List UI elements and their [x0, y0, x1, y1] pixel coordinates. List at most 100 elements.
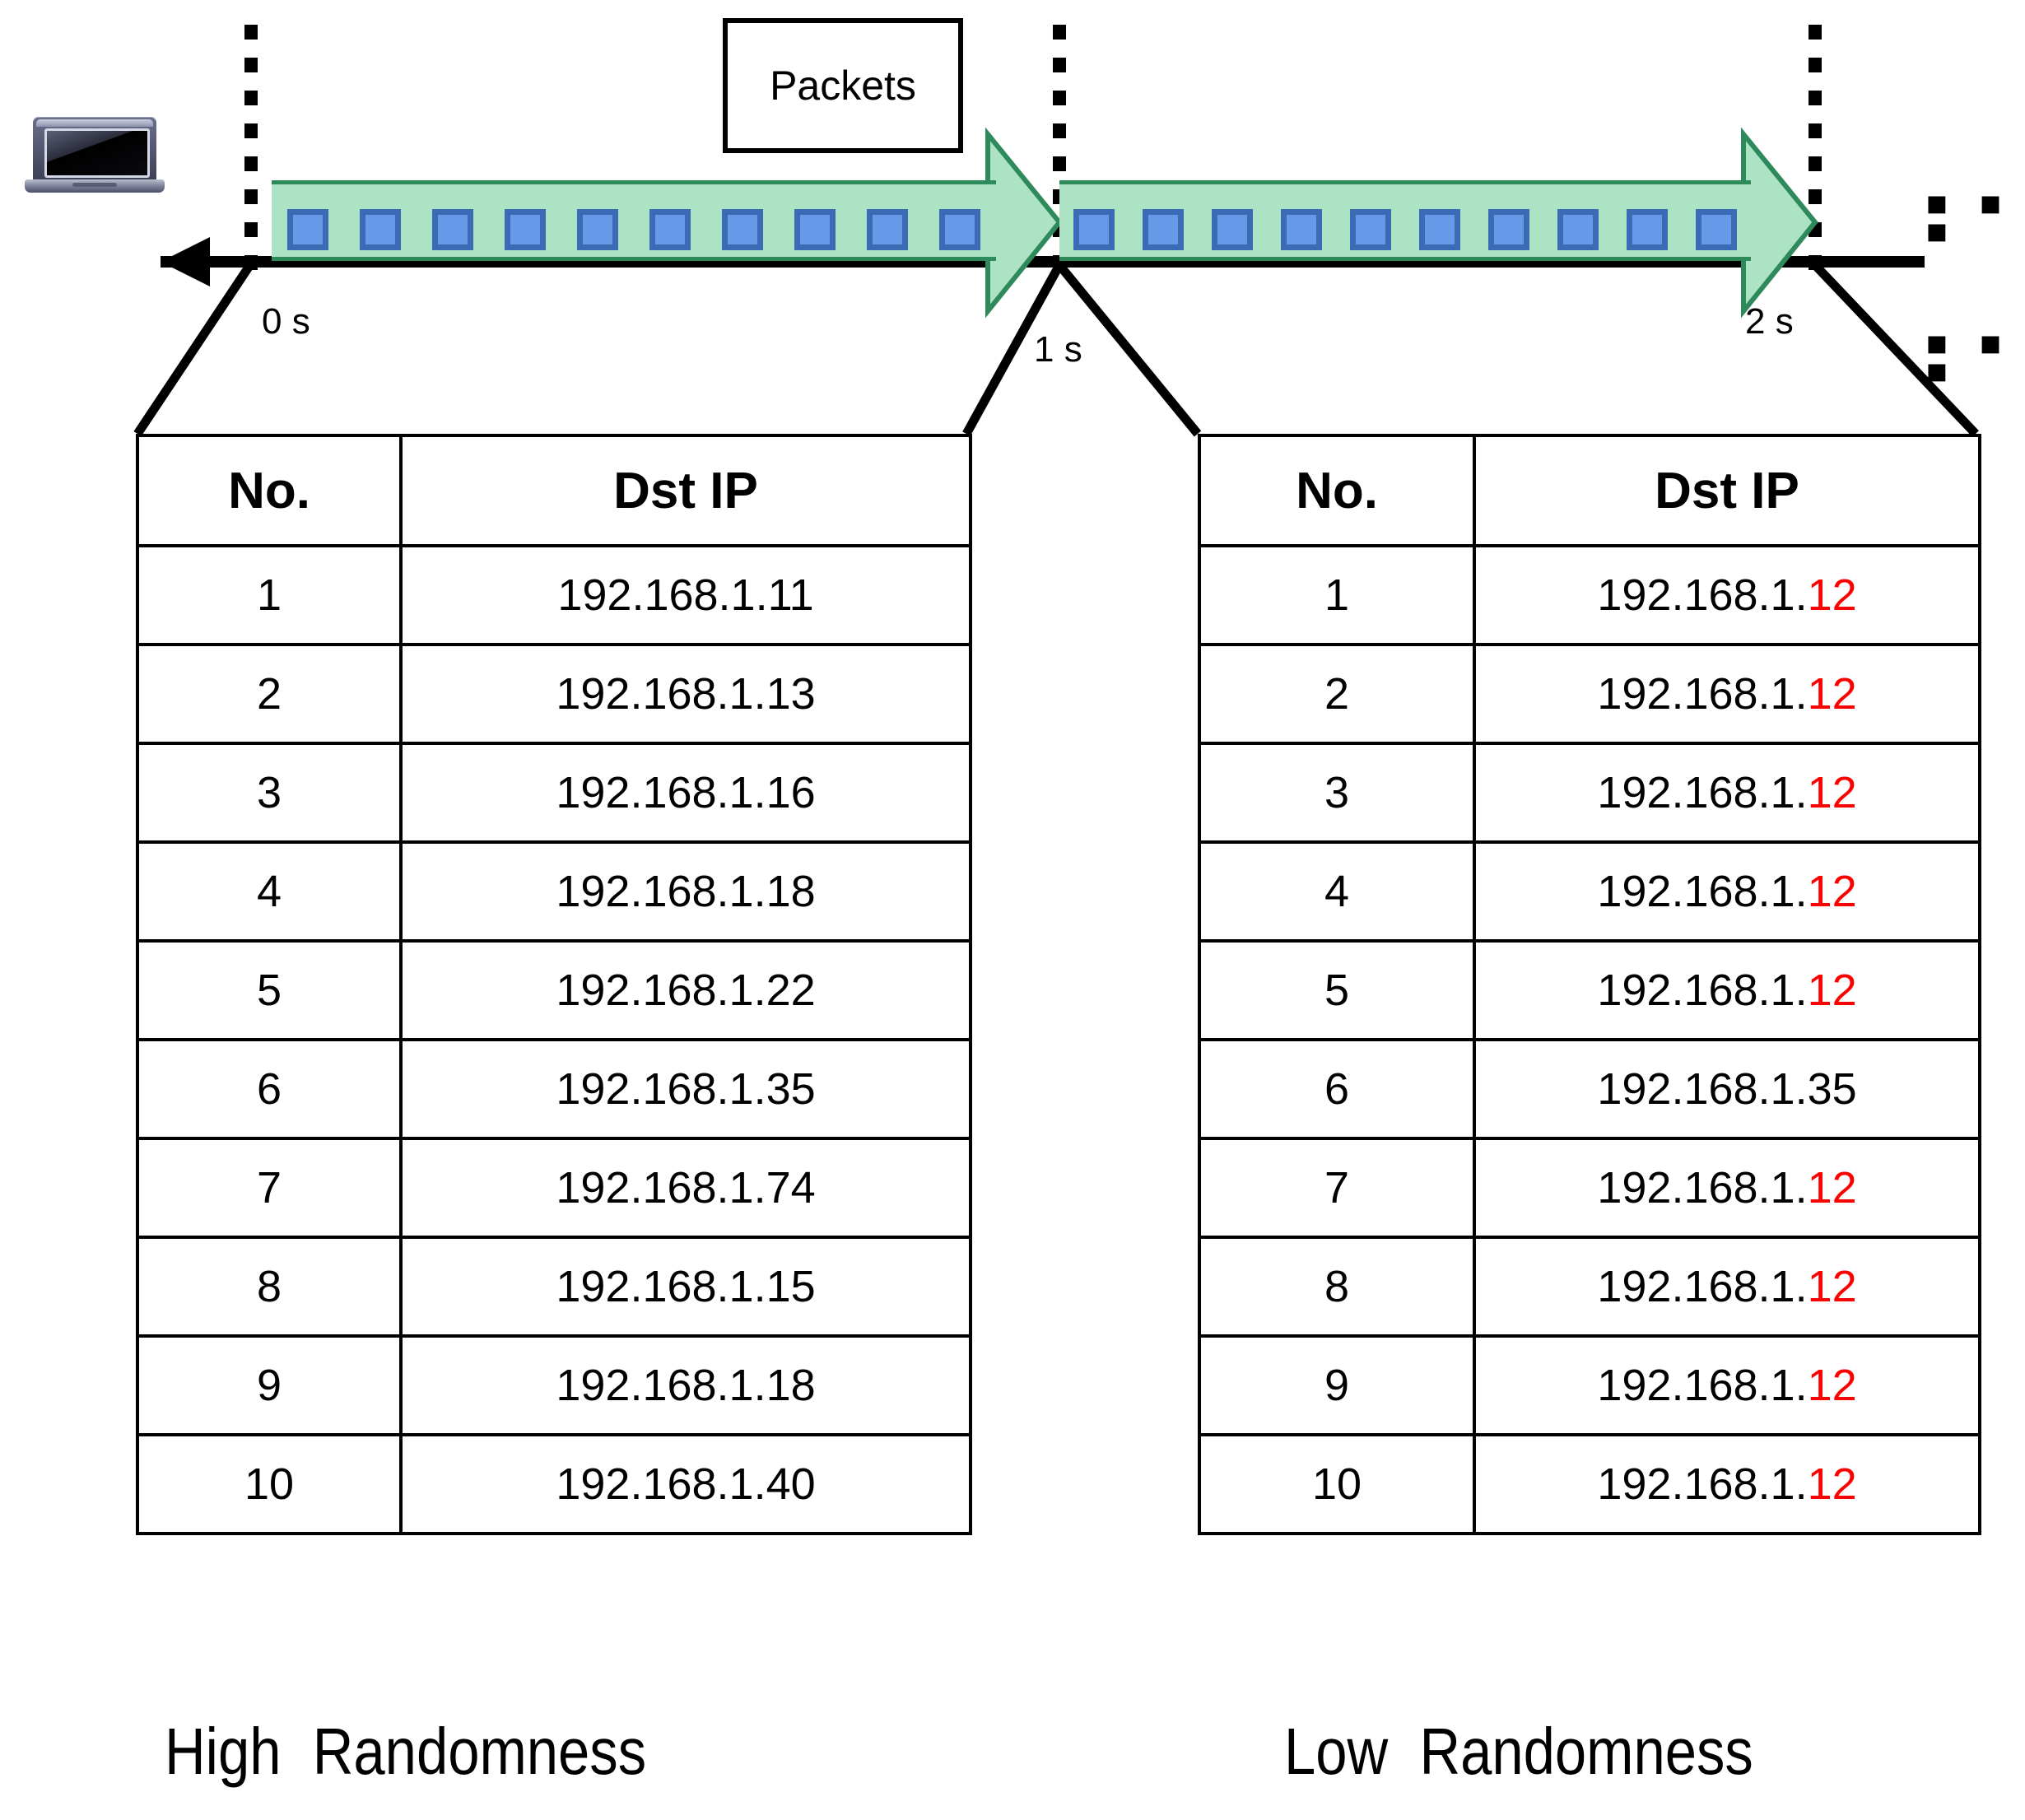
cell-no: 10: [136, 1433, 403, 1535]
ip-prefix: 192.168.1.: [1597, 1163, 1808, 1213]
cell-dst-ip: 192.168.1.16: [399, 742, 972, 844]
cell-dst-ip: 192.168.1.15: [399, 1236, 972, 1338]
table-row: 7 192.168.1.74: [136, 1137, 972, 1239]
cell-dst-ip: 192.168.1.35: [399, 1038, 972, 1140]
ip-prefix: 192.168.1.11: [557, 570, 814, 620]
ip-prefix: 192.168.1.15: [556, 1262, 816, 1311]
table-row: 8 192.168.1.15: [136, 1236, 972, 1338]
callout-right-table-left-edge: [1055, 262, 1202, 437]
ip-highlighted-octet: 12: [1807, 1459, 1857, 1509]
cell-no: 2: [136, 643, 403, 745]
tick-label-0s: 0 s: [262, 301, 310, 342]
ip-prefix: 192.168.1.74: [556, 1163, 816, 1213]
cell-no: 4: [1198, 840, 1476, 943]
cell-no: 10: [1198, 1433, 1476, 1535]
cell-no: 4: [136, 840, 403, 943]
cell-dst-ip: 192.168.1.12: [1473, 1433, 1981, 1535]
callout-left-table-right-edge: [962, 263, 1064, 436]
ip-highlighted-octet: 12: [1807, 1361, 1857, 1410]
ip-prefix: 192.168.1.: [1597, 867, 1808, 916]
cell-no: 3: [1198, 742, 1476, 844]
ip-prefix: 192.168.1.16: [556, 768, 816, 817]
packet-square: [505, 209, 546, 250]
cell-dst-ip: 192.168.1.18: [399, 1334, 972, 1436]
cell-dst-ip: 192.168.1.18: [399, 840, 972, 943]
cell-dst-ip: 192.168.1.12: [1473, 643, 1981, 745]
cell-dst-ip: 192.168.1.40: [399, 1433, 972, 1535]
ip-prefix: 192.168.1.: [1597, 1361, 1808, 1410]
packet-square: [287, 209, 328, 250]
cell-dst-ip: 192.168.1.22: [399, 939, 972, 1041]
ip-prefix: 192.168.1.: [1597, 570, 1808, 620]
laptop-screen: [44, 128, 150, 178]
packet-arrow-head-2: [1741, 127, 1818, 319]
cell-no: 6: [136, 1038, 403, 1140]
ip-prefix: 192.168.1.18: [556, 1361, 816, 1410]
packet-square: [1281, 209, 1322, 250]
cell-dst-ip: 192.168.1.12: [1473, 1137, 1981, 1239]
cell-no: 9: [136, 1334, 403, 1436]
column-header-dst-ip: Dst IP: [399, 434, 972, 547]
callout-left-table-left-edge: [133, 260, 255, 437]
table-row: 6 192.168.1.35: [136, 1038, 972, 1140]
packet-square: [1073, 209, 1115, 250]
packet-square: [1488, 209, 1529, 250]
ip-prefix: 192.168.1.22: [556, 966, 816, 1015]
ellipsis-bottom: ▪ ▪ ▪: [1925, 304, 2008, 409]
ip-prefix: 192.168.1.: [1597, 966, 1808, 1015]
cell-no: 7: [136, 1137, 403, 1239]
ip-prefix: 192.168.1.40: [556, 1459, 816, 1509]
cell-no: 6: [1198, 1038, 1476, 1140]
cell-dst-ip: 192.168.1.13: [399, 643, 972, 745]
ip-prefix: 192.168.1.: [1597, 1459, 1808, 1509]
column-header-no: No.: [136, 434, 403, 547]
table-header-row: No. Dst IP: [1198, 434, 1981, 547]
packets-label: Packets: [770, 63, 916, 109]
ip-prefix: 192.168.1.35: [556, 1064, 816, 1114]
low-randomness-caption: Low Randomness: [1284, 1715, 1753, 1788]
table-row: 4 192.168.1.12: [1198, 840, 1981, 943]
packet-band-interval-1: [272, 180, 996, 261]
column-header-no: No.: [1198, 434, 1476, 547]
packet-square: [867, 209, 908, 250]
laptop-icon: [25, 117, 169, 199]
ellipsis-top: ▪ ▪ ▪: [1925, 164, 2008, 269]
cell-no: 8: [136, 1236, 403, 1338]
cell-dst-ip: 192.168.1.12: [1473, 1236, 1981, 1338]
ip-highlighted-octet: 12: [1807, 1262, 1857, 1311]
packet-square: [1212, 209, 1253, 250]
packet-square: [722, 209, 763, 250]
packet-square: [1143, 209, 1184, 250]
packet-square: [577, 209, 618, 250]
ip-prefix: 192.168.1.: [1597, 1262, 1808, 1311]
packet-square: [1557, 209, 1599, 250]
tick-label-1s: 1 s: [1034, 329, 1082, 370]
cell-no: 5: [136, 939, 403, 1041]
tick-label-2s: 2 s: [1745, 301, 1794, 342]
ip-highlighted-octet: 12: [1807, 867, 1857, 916]
cell-dst-ip: 192.168.1.12: [1473, 1334, 1981, 1436]
ip-prefix: 192.168.1.: [1597, 669, 1808, 719]
cell-dst-ip: 192.168.1.12: [1473, 544, 1981, 646]
laptop-lid: [33, 117, 156, 181]
ip-prefix: 192.168.1.: [1597, 768, 1808, 817]
packet-square: [649, 209, 691, 250]
packet-square: [1419, 209, 1460, 250]
cell-dst-ip: 192.168.1.12: [1473, 939, 1981, 1041]
cell-no: 9: [1198, 1334, 1476, 1436]
cell-no: 1: [136, 544, 403, 646]
packet-band-interval-2: [1059, 180, 1751, 261]
